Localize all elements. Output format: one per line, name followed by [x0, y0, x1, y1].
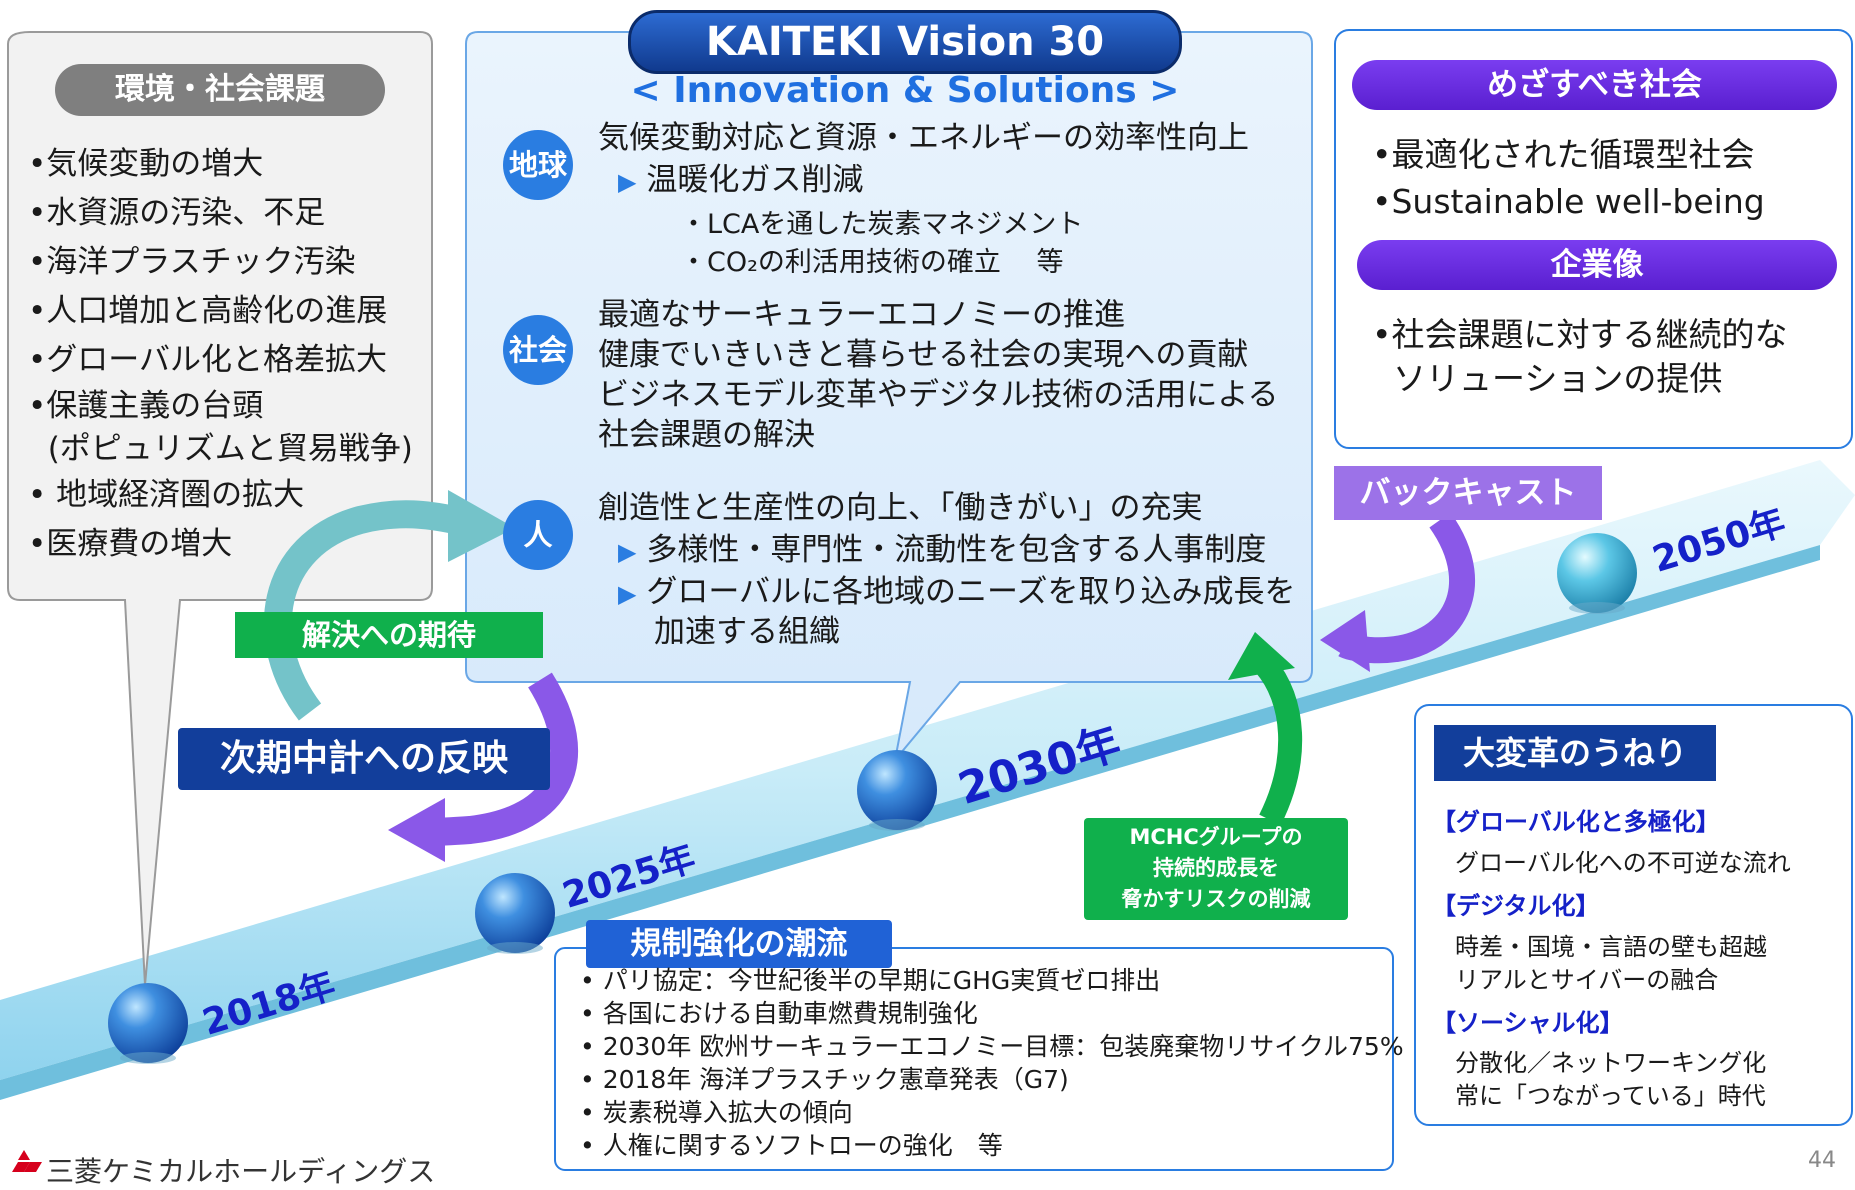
list-item: •人口増加と高齢化の進展 — [28, 293, 388, 329]
company-logo-mark — [18, 1150, 30, 1160]
regulation-list: • パリ協定：今世紀後半の早期にGHG実質ゼロ排出 • 各国における自動車燃費規… — [580, 964, 1404, 1162]
corp-image-title: 企業像 — [1357, 240, 1837, 290]
risk-arrow — [1255, 657, 1303, 826]
ball-2025 — [475, 873, 555, 953]
ball-2030 — [857, 750, 937, 830]
wave-title: 大変革のうねり — [1434, 725, 1716, 781]
issues-callout — [7, 31, 433, 986]
society-line: 健康でいきいきと暮らせる社会の実現への貢献 — [598, 337, 1249, 373]
vision-title: KAITEKI Vision 30 — [628, 10, 1182, 74]
earth-sub1: ・LCAを通した炭素マネジメント — [680, 209, 1084, 240]
society-line: 最適なサーキュラーエコノミーの推進 — [598, 297, 1125, 333]
people-line: 創造性と生産性の向上、「働きがい」の充実 — [598, 490, 1203, 526]
goal-box — [1334, 29, 1853, 449]
earth-arrow-item: ▶ 温暖化ガス削減 — [618, 160, 863, 202]
earth-arrow-text: 温暖化ガス削減 — [646, 162, 864, 198]
risk-label: MCHCグループの 持続的成長を 脅かすリスクの削減 — [1084, 818, 1348, 920]
society-goal-title: めざすべき社会 — [1352, 60, 1837, 110]
list-item: • 2030年 欧州サーキュラーエコノミー目標：包装廃棄物リサイクル75% — [580, 1032, 1404, 1061]
people-arrow-cont: 加速する組織 — [654, 614, 840, 650]
list-item: (ポピュリズムと貿易戦争) — [28, 431, 413, 467]
wave-body: 時差・国境・言語の壁も超越 — [1455, 933, 1767, 961]
people-arrow-text: 多様性・専門性・流動性を包含する人事制度 — [646, 532, 1267, 568]
company-name: 三菱ケミカルホールディングス — [46, 1155, 436, 1188]
wave-head: 【ソーシャル化】 — [1432, 1009, 1624, 1037]
corp-image-item: •社会課題に対する継続的な — [1372, 315, 1788, 354]
wave-body: 分散化／ネットワーキング化 — [1455, 1049, 1767, 1077]
list-item: •海洋プラスチック汚染 — [28, 244, 356, 280]
backcast-label: バックキャスト — [1334, 466, 1602, 520]
page-number: 44 — [1808, 1148, 1836, 1173]
regulation-title: 規制強化の潮流 — [586, 920, 892, 968]
society-goal-item: •最適化された循環型社会 — [1372, 135, 1755, 174]
society-lines: 最適なサーキュラーエコノミーの推進 健康でいきいきと暮らせる社会の実現への貢献 … — [598, 295, 1278, 455]
wave-head: 【グローバル化と多極化】 — [1432, 808, 1720, 836]
society-goal-item: •Sustainable well-being — [1372, 182, 1765, 221]
next-plan-label: 次期中計への反映 — [178, 728, 550, 790]
list-item: • 炭素税導入拡大の傾向 — [580, 1098, 853, 1127]
regulation-box — [554, 947, 1394, 1171]
triangle-right-icon: ▶ — [618, 538, 637, 566]
society-line: ビジネスモデル変革やデジタル技術の活用による — [598, 377, 1279, 413]
wave-body: グローバル化への不可逆な流れ — [1455, 849, 1791, 877]
triangle-right-icon: ▶ — [618, 580, 637, 608]
ball-2018 — [108, 983, 188, 1063]
triangle-right-icon: ▶ — [618, 168, 637, 196]
people-tag: 人 — [503, 500, 573, 570]
wave-box — [1414, 704, 1853, 1126]
list-item: • 地域経済圏の拡大 — [28, 477, 305, 513]
list-item: •保護主義の台頭 — [28, 388, 264, 424]
people-arrow-item: ▶ グローバルに各地域のニーズを取り込み成長を — [618, 572, 1295, 614]
earth-tag: 地球 — [503, 130, 573, 200]
list-item: • パリ協定：今世紀後半の早期にGHG実質ゼロ排出 — [580, 966, 1161, 995]
list-item: • 2018年 海洋プラスチック憲章発表（G7) — [580, 1065, 1069, 1094]
society-tag: 社会 — [503, 315, 573, 385]
issues-list: •気候変動の増大 •水資源の汚染、不足 •海洋プラスチック汚染 •人口増加と高齢… — [28, 140, 413, 569]
society-line: 社会課題の解決 — [598, 417, 815, 453]
list-item: •気候変動の増大 — [28, 146, 264, 182]
issues-title: 環境・社会課題 — [55, 64, 385, 116]
vision-callout — [465, 31, 1313, 761]
ball-2050 — [1557, 533, 1637, 613]
wave-head: 【デジタル化】 — [1432, 892, 1600, 920]
people-arrow-item: ▶ 多様性・専門性・流動性を包含する人事制度 — [618, 530, 1266, 572]
risk-label-line: 脅かすリスクの削減 — [1121, 887, 1311, 911]
wave-body: リアルとサイバーの融合 — [1455, 966, 1719, 994]
wave-body: 常に「つながっている」時代 — [1455, 1082, 1766, 1110]
earth-sub2: ・CO₂の利活用技術の確立 等 — [680, 247, 1064, 278]
list-item: • 各国における自動車燃費規制強化 — [580, 999, 978, 1028]
list-item: •医療費の増大 — [28, 526, 233, 562]
list-item: •グローバル化と格差拡大 — [28, 342, 387, 378]
vision-subtitle: < Innovation & Solutions > — [630, 70, 1180, 111]
people-arrow-text: グローバルに各地域のニーズを取り込み成長を — [646, 574, 1296, 610]
list-item: •水資源の汚染、不足 — [28, 195, 326, 231]
earth-line: 気候変動対応と資源・エネルギーの効率性向上 — [598, 120, 1249, 156]
risk-label-line: 持続的成長を — [1153, 856, 1279, 880]
corp-image-item: ソリューションの提供 — [1372, 359, 1723, 398]
expectation-label: 解決への期待 — [235, 612, 543, 658]
risk-label-line: MCHCグループの — [1129, 825, 1303, 849]
list-item: • 人権に関するソフトローの強化 等 — [580, 1131, 1003, 1160]
